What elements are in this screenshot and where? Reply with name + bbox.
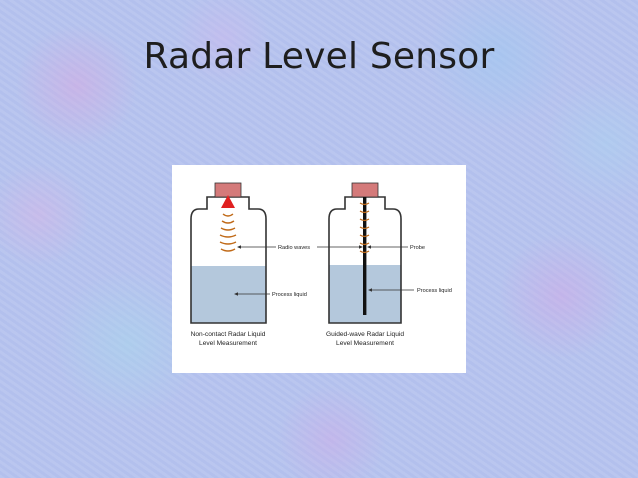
left-vessel-outline (190, 196, 267, 324)
guided-wave-vessel (328, 182, 402, 324)
right-transmitter-head (351, 182, 379, 198)
right-vessel-outline (328, 196, 402, 324)
label-radio-waves: Radio waves (278, 245, 310, 251)
probe-rod (363, 197, 367, 315)
callout-lines (236, 246, 414, 295)
arrowheads (234, 245, 372, 296)
caption-right-line1: Guided-wave Radar Liquid (326, 331, 404, 338)
caption-left-line2: Level Measurement (199, 340, 257, 347)
label-probe: Probe (410, 245, 425, 251)
label-process-liquid-right: Process liquid (417, 288, 452, 294)
radio-waves-icon (219, 213, 237, 252)
radar-level-diagram: Radio waves Process liquid Probe Process… (190, 182, 452, 347)
arrow-left-icon (368, 288, 372, 292)
left-antenna-emitter (221, 195, 235, 208)
non-contact-vessel (190, 182, 267, 324)
left-liquid (191, 266, 266, 323)
arrow-left-icon (367, 245, 371, 249)
left-transmitter-head (214, 182, 242, 198)
diagram-panel: Radio waves Process liquid Probe Process… (172, 165, 466, 373)
arrow-left-icon (234, 292, 238, 296)
caption-left-line1: Non-contact Radar Liquid (191, 331, 266, 338)
caption-right-line2: Level Measurement (336, 340, 394, 347)
arrow-right-icon (359, 245, 363, 249)
label-process-liquid-left: Process liquid (272, 292, 307, 298)
slide-title: Radar Level Sensor (143, 36, 495, 77)
guided-pulses-icon (359, 202, 370, 254)
arrow-left-icon (237, 245, 241, 249)
